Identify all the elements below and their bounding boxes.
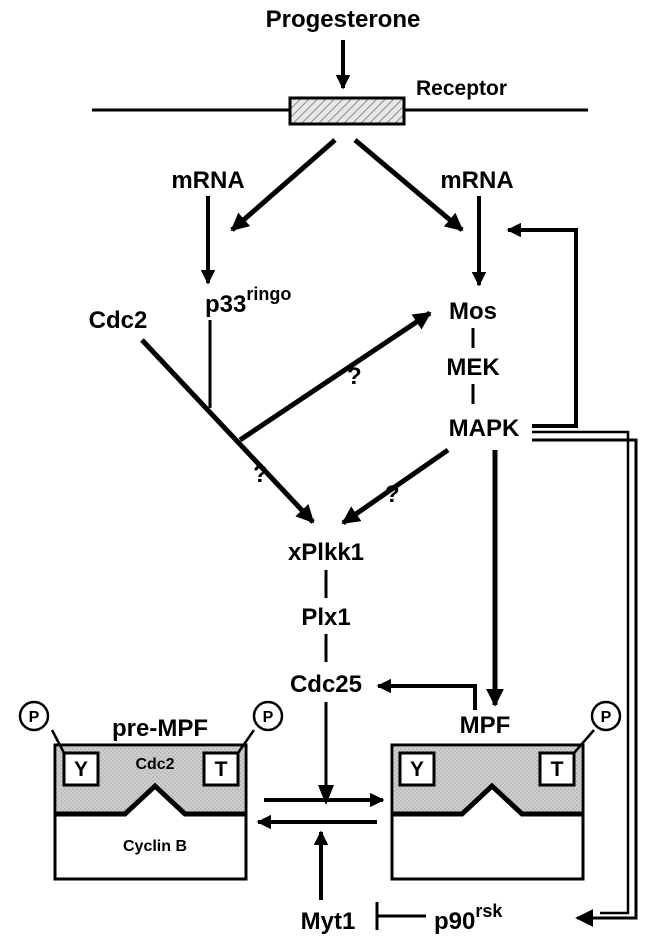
pre-mpf-t-box xyxy=(202,751,240,787)
receptor-label: Receptor xyxy=(416,77,507,100)
pre-mpf-t-phospho-stem xyxy=(236,729,256,754)
mpf-complex: MPF Y T P xyxy=(390,700,622,881)
receptor-box xyxy=(288,96,406,126)
mpf-t-phospho-label: P xyxy=(601,709,612,726)
mapk-feedback-arrow xyxy=(506,222,578,428)
question-mark-right: ? xyxy=(385,481,400,508)
myt1-label: Myt1 xyxy=(301,908,356,935)
mpf-y-box xyxy=(398,751,436,787)
pre-mpf-y-label: Y xyxy=(74,758,88,781)
question-mark-left: ? xyxy=(253,461,268,488)
question-mark-upper: ? xyxy=(347,363,362,390)
cdc25-label: Cdc25 xyxy=(290,671,362,698)
p90rsk-label: p90rsk xyxy=(434,901,503,935)
xplkk1-label: xPlkk1 xyxy=(288,539,364,566)
mpf-t-phospho-circle xyxy=(590,700,622,732)
pre-mpf-cdc2-label: Cdc2 xyxy=(135,756,174,773)
pre-mpf-y-phospho-label: P xyxy=(29,709,40,726)
mrna-left-label: mRNA xyxy=(171,167,244,194)
mapk-to-p90-line-a xyxy=(532,430,630,915)
plx1-label: Plx1 xyxy=(301,604,350,631)
mek-label: MEK xyxy=(446,354,500,381)
cdc2-label: Cdc2 xyxy=(89,307,148,334)
mapk-to-p90-arrow xyxy=(532,438,638,927)
mpf-t-phospho-stem xyxy=(573,729,595,754)
mpf-cdc2-region xyxy=(394,747,581,814)
pre-mpf-complex: pre-MPF Y T Cdc2 Cyclin B P P xyxy=(18,700,284,881)
pre-mpf-t-label: T xyxy=(215,758,228,781)
receptor-to-right-arrow xyxy=(353,138,464,232)
pre-mpf-t-phospho-label: P xyxy=(263,709,274,726)
mpf-t-box xyxy=(538,751,576,787)
mpf-divider xyxy=(392,782,583,817)
pre-mpf-y-phospho-circle xyxy=(18,700,50,732)
mos-label: Mos xyxy=(449,298,497,325)
mapk-to-xplkk1-arrow xyxy=(341,447,450,526)
progesterone-label: Progesterone xyxy=(266,6,421,33)
pre-mpf-cdc2-region xyxy=(57,747,244,814)
mapk-label: MAPK xyxy=(449,415,520,442)
cross-to-mos-arrow xyxy=(238,310,432,443)
pre-mpf-t-phospho-circle xyxy=(252,700,284,732)
pre-mpf-y-phospho-stem xyxy=(50,729,66,754)
cdc2-to-xplkk1-arrow xyxy=(140,338,315,524)
p33-label: p33ringo xyxy=(205,284,291,318)
mpf-t-label: T xyxy=(551,758,564,781)
mrna-right-label: mRNA xyxy=(440,167,513,194)
mpf-label: MPF xyxy=(460,712,511,739)
mpf-y-label: Y xyxy=(410,758,424,781)
receptor-to-left-arrow xyxy=(230,138,337,232)
pre-mpf-label: pre-MPF xyxy=(112,715,208,742)
pre-mpf-y-box xyxy=(62,751,100,787)
pre-mpf-divider xyxy=(55,782,246,817)
cdc25-arrowhead xyxy=(318,785,334,805)
mpf-to-cdc25-arrow xyxy=(376,678,477,710)
cyclin-b-label: Cyclin B xyxy=(123,838,187,855)
